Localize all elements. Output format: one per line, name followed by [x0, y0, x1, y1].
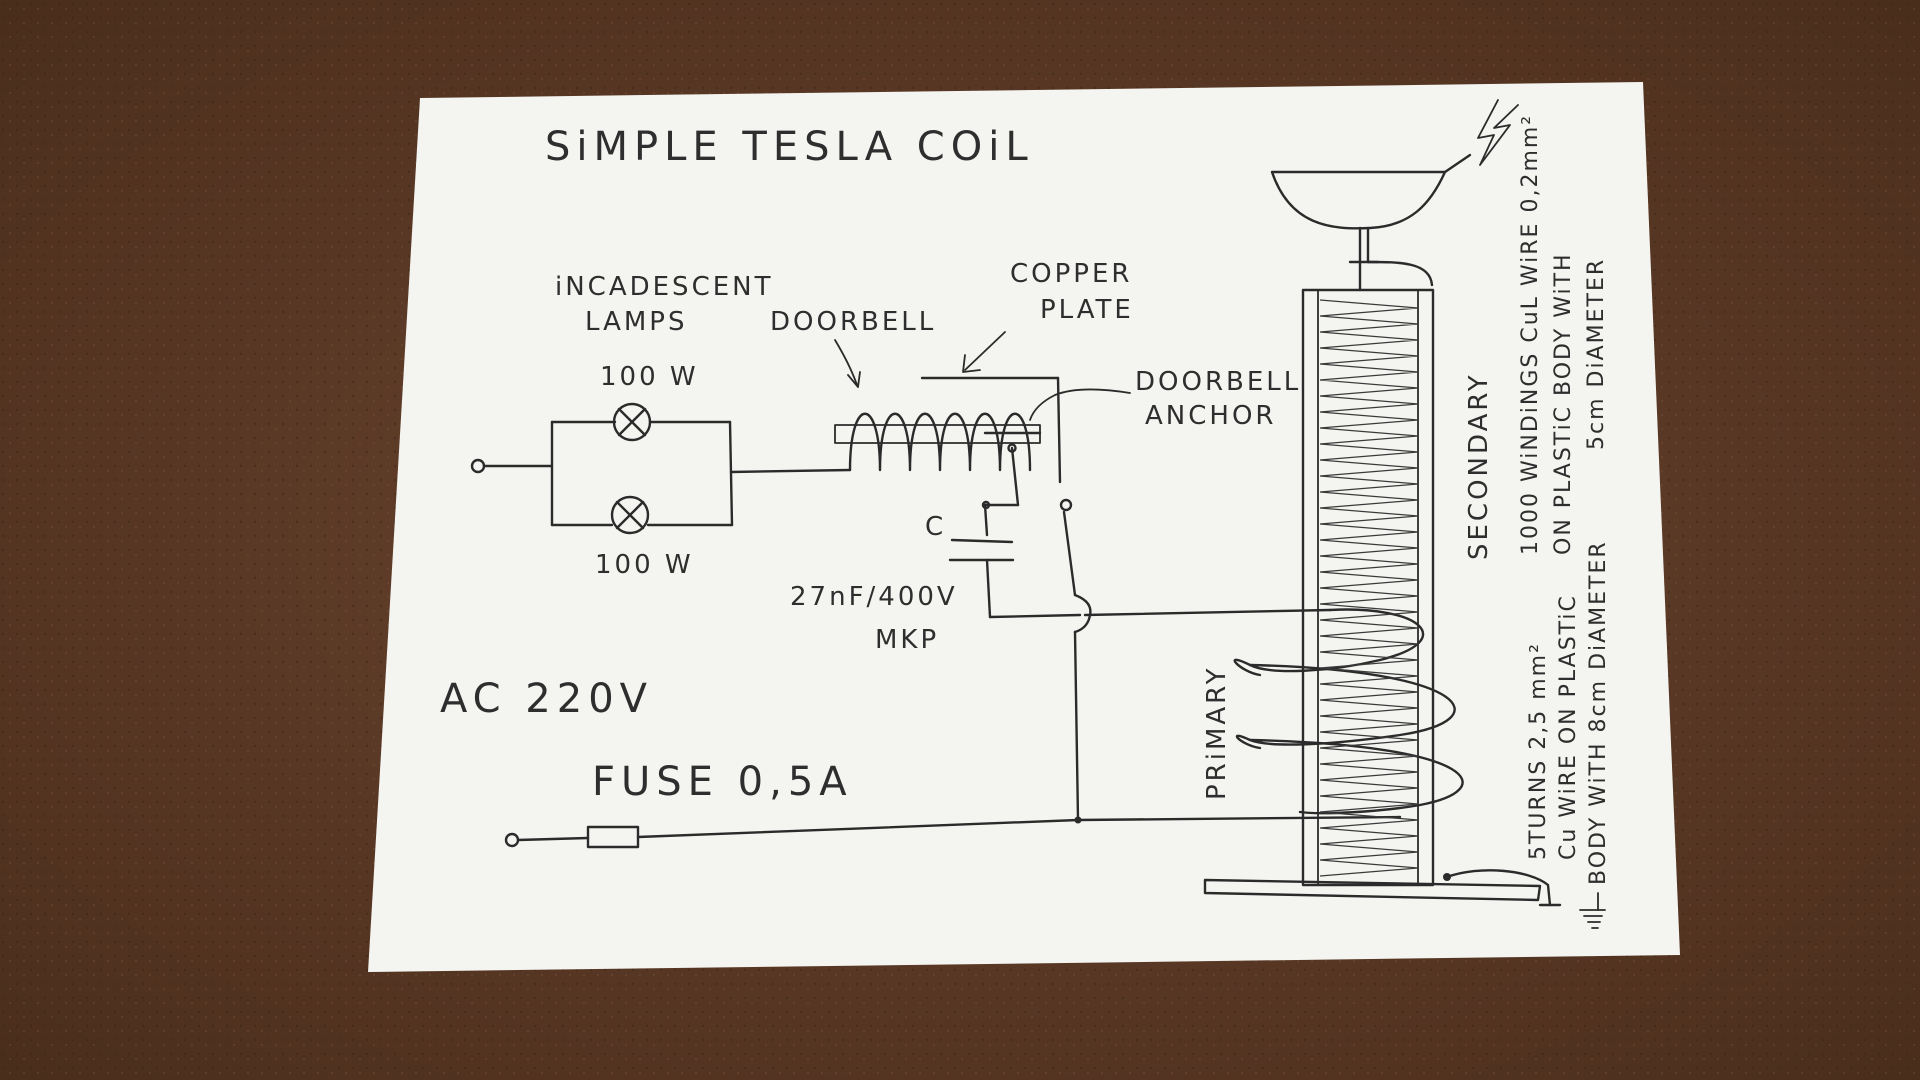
- copper-plate-lead: [1056, 376, 1062, 484]
- diagram-title: SiMPLE TESLA COiL: [545, 124, 1034, 170]
- doorbell-anchor-label-line1: DOORBELL: [1135, 367, 1301, 397]
- spark-gap-contact: [1059, 498, 1073, 512]
- primary-label: PRiMARY: [1202, 666, 1232, 800]
- lamp-top-symbol: [612, 402, 652, 442]
- doorbell-anchor-pointer: [1029, 388, 1131, 421]
- top-load: [1270, 153, 1472, 292]
- secondary-label: SECONDARY: [1464, 372, 1494, 560]
- secondary-spec-line2: ON PLASTiC BODY WiTH: [1551, 252, 1576, 555]
- supply-label: AC 220V: [440, 676, 653, 722]
- lamp-circuit: [470, 420, 852, 527]
- secondary-spec-line1: 1000 WiNDiNGS CuL WiRE 0,2mm²: [1518, 114, 1543, 555]
- secondary-spec-line3: 5cm DiAMETER: [1584, 258, 1609, 450]
- doorbell-arrowhead: [847, 371, 861, 388]
- doorbell-arrow: [834, 339, 858, 386]
- primary-spec-line3: BODY WiTH 8cm DiAMETER: [1586, 540, 1611, 885]
- doorbell-anchor-label-line2: ANCHOR: [1145, 401, 1276, 431]
- lamp-bottom-power: 100 W: [595, 550, 694, 580]
- fuse-feed: [504, 815, 1402, 849]
- lamps-label-line1: iNCADESCENT: [555, 272, 773, 302]
- ground-icon: [1579, 892, 1606, 929]
- paper-sheet: [368, 82, 1680, 972]
- primary-spec-line1: 5TURNS 2,5 mm²: [1526, 642, 1551, 860]
- capacitor-type: MKP: [875, 625, 939, 655]
- spark-icon: [1477, 99, 1519, 166]
- secondary-coil: [1301, 288, 1435, 887]
- primary-coil: [1083, 608, 1464, 815]
- ground-connection: [1443, 869, 1562, 907]
- lamps-label-line2: LAMPS: [585, 307, 687, 337]
- copper-plate-arrowhead: [962, 354, 981, 373]
- capacitor-label: C: [925, 512, 946, 542]
- lamp-top-power: 100 W: [600, 362, 699, 392]
- fuse-label: FUSE 0,5A: [592, 759, 853, 805]
- copper-plate-label-line1: COPPER: [1010, 259, 1132, 289]
- base-plate: [1203, 878, 1542, 902]
- capacitor-symbol: [948, 538, 1082, 619]
- copper-plate-arrow: [964, 331, 1006, 371]
- doorbell-anchor: [981, 431, 1042, 537]
- primary-spec-line2: Cu WiRE ON PLASTiC: [1556, 594, 1581, 860]
- lamp-bottom-symbol: [610, 495, 650, 535]
- doorbell-label: DOORBELL: [770, 307, 936, 337]
- capacitor-value: 27nF/400V: [790, 582, 958, 612]
- copper-plate-label-line2: PLATE: [1040, 295, 1134, 325]
